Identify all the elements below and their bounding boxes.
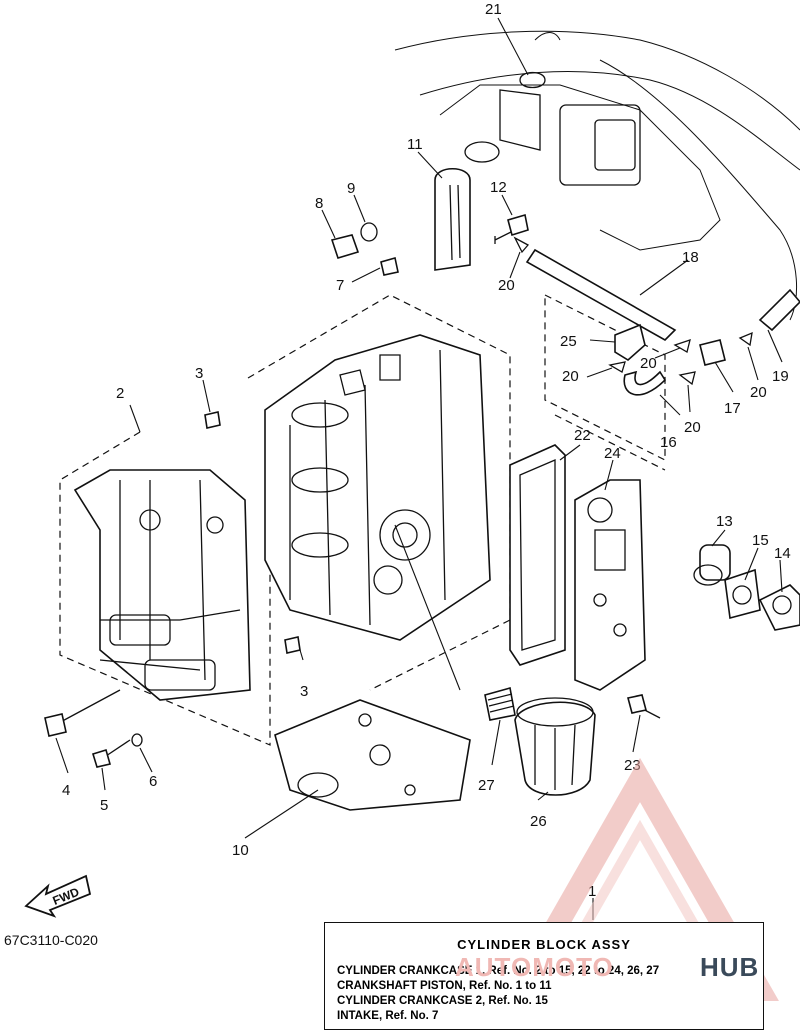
callout-18: 18 [682, 249, 699, 266]
callout-13: 13 [716, 513, 733, 530]
oil-filter-spring [484, 686, 516, 721]
callout-24: 24 [604, 445, 621, 462]
legend-lines: CYLINDER CRANKCASE 1, Ref. No. 2 to 15, … [325, 964, 763, 1024]
thermostat-cover [758, 584, 800, 631]
joint-25 [614, 323, 646, 361]
callout-3-upper: 3 [195, 365, 203, 382]
watermark-text-automoto: AUTOMOTO [455, 952, 614, 982]
callout-7: 7 [336, 277, 344, 294]
legend-line-2: CRANKSHAFT PISTON, Ref. No. 1 to 11 [337, 980, 552, 992]
callout-2: 2 [116, 385, 124, 402]
parts-legend-box: CYLINDER BLOCK ASSY CYLINDER CRANKCASE 1… [324, 922, 764, 1030]
callout-25: 25 [560, 333, 577, 350]
thermostat [693, 544, 731, 586]
callout-4: 4 [62, 782, 70, 799]
exhaust-cover-gasket [509, 444, 566, 666]
callout-20-d: 20 [684, 419, 701, 436]
callout-6: 6 [149, 773, 157, 790]
callout-8: 8 [315, 195, 323, 212]
diagram-code: 67C3110-C020 [4, 932, 98, 948]
callout-14: 14 [774, 545, 791, 562]
legend-line-1: CYLINDER CRANKCASE 1, Ref. No. 2 to 15, … [337, 965, 660, 977]
callout-15: 15 [752, 532, 769, 549]
crankcase-half [73, 469, 251, 701]
callout-26: 26 [530, 813, 547, 830]
callout-9: 9 [347, 180, 355, 197]
callout-3-lower: 3 [300, 683, 308, 700]
callout-11: 11 [407, 136, 423, 153]
callout-5: 5 [100, 797, 108, 814]
callout-20-a: 20 [498, 277, 515, 294]
anode-bracket [434, 168, 471, 271]
cylinder-block [264, 334, 491, 641]
callout-16: 16 [660, 434, 677, 451]
callout-21: 21 [485, 1, 502, 18]
watermark-text-hub: HUB [700, 952, 760, 982]
hardware [44, 213, 753, 768]
callout-20-b: 20 [640, 355, 657, 372]
oil-filter [514, 697, 596, 796]
exhaust-cover [574, 479, 646, 691]
callout-22: 22 [574, 427, 591, 444]
hoses [519, 32, 800, 396]
callout-17: 17 [724, 400, 741, 417]
joint-17 [699, 339, 726, 366]
callout-10: 10 [232, 842, 249, 859]
crankcase-gasket [274, 699, 471, 811]
callout-numbers: 1 2 3 3 4 5 6 7 8 9 10 11 12 13 14 15 16… [62, 1, 791, 900]
thermostat-gasket [724, 568, 761, 620]
callout-1: 1 [588, 883, 596, 900]
legend-title: CYLINDER BLOCK ASSY [457, 937, 631, 952]
callout-20-e: 20 [750, 384, 767, 401]
callout-19: 19 [772, 368, 789, 385]
fwd-arrow-icon: FWD [24, 874, 92, 918]
engine-housing-outline [394, 30, 800, 321]
legend-line-3: CYLINDER CRANKCASE 2, Ref. No. 15 [337, 995, 548, 1007]
callout-12: 12 [490, 179, 507, 196]
callout-20-c: 20 [562, 368, 579, 385]
legend-line-4: INTAKE, Ref. No. 7 [337, 1010, 439, 1022]
callout-27: 27 [478, 777, 495, 794]
